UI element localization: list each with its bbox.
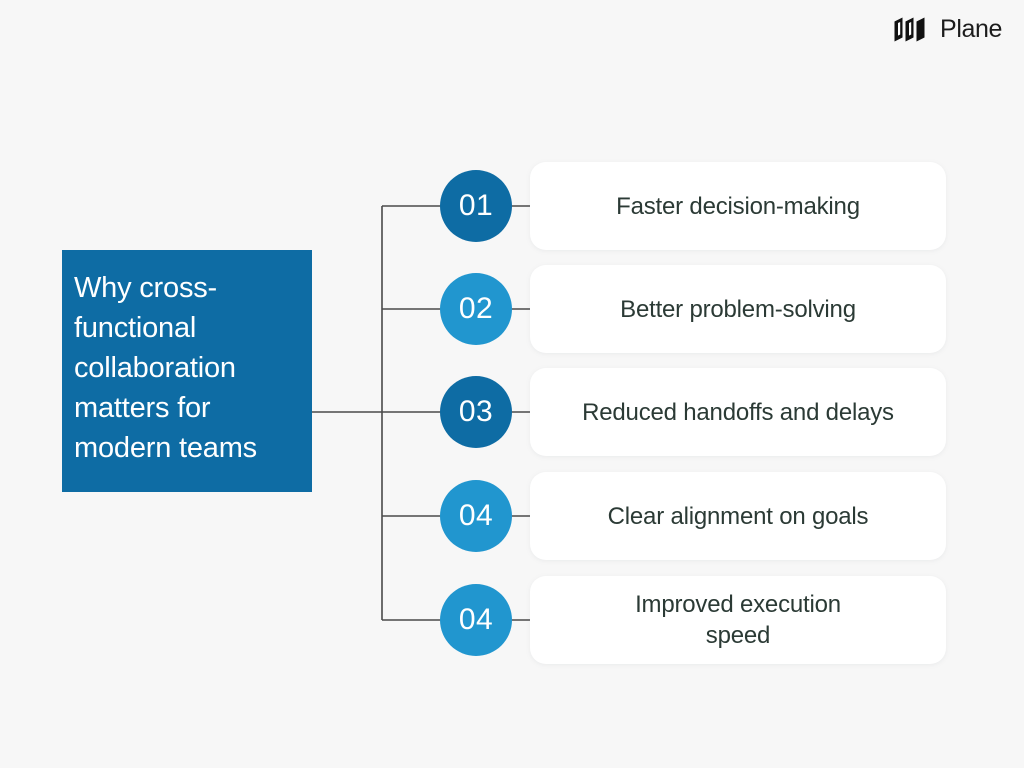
item-label: Improved execution speed (635, 591, 841, 649)
item-label: Reduced handoffs and delays (582, 398, 894, 426)
plane-logo-icon (894, 17, 925, 41)
list-item[interactable]: Improved execution speed 04 (440, 576, 946, 664)
item-number: 02 (458, 292, 494, 325)
item-label: Better problem-solving (620, 295, 856, 323)
item-number: 04 (458, 603, 494, 636)
item-label: Faster decision-making (616, 192, 860, 220)
item-number: 03 (458, 395, 494, 428)
item-pill[interactable]: Better problem-solving (530, 265, 946, 353)
brand-logo: Plane (893, 12, 1002, 46)
list-item[interactable]: Clear alignment on goals 04 (440, 472, 946, 560)
item-label: Clear alignment on goals (607, 502, 869, 530)
title-box: Why cross-functional collaboration matte… (62, 250, 312, 492)
list-item[interactable]: Faster decision-making 01 (440, 162, 946, 250)
list-item[interactable]: Reduced handoffs and delays 03 (440, 368, 946, 456)
item-pill[interactable]: Clear alignment on goals (530, 472, 946, 560)
item-number-badge[interactable]: 01 (440, 170, 512, 242)
page-title: Why cross-functional collaboration matte… (74, 272, 257, 464)
item-number-badge[interactable]: 02 (440, 273, 512, 345)
item-pill[interactable]: Improved execution speed (530, 576, 946, 664)
item-number: 01 (458, 189, 494, 222)
item-pill[interactable]: Reduced handoffs and delays (530, 368, 946, 456)
item-number: 04 (458, 499, 494, 532)
item-number-badge[interactable]: 03 (440, 376, 512, 448)
item-pill[interactable]: Faster decision-making (530, 162, 946, 250)
item-number-badge[interactable]: 04 (440, 584, 512, 656)
brand-name: Plane (940, 14, 1002, 43)
list-item[interactable]: Better problem-solving 02 (440, 265, 946, 353)
item-number-badge[interactable]: 04 (440, 480, 512, 552)
